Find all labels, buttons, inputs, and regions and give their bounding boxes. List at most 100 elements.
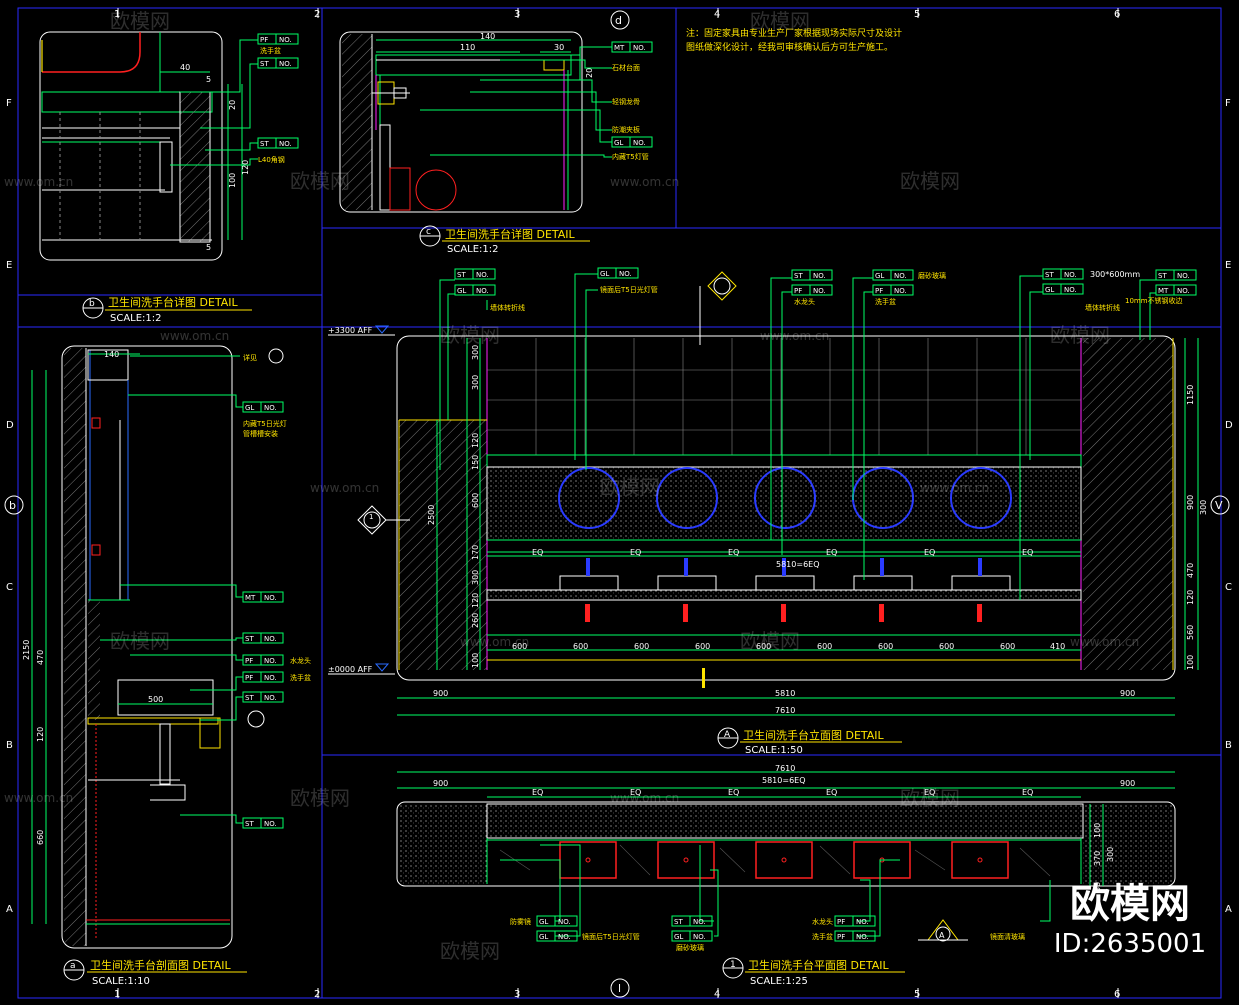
svg-text:NO.: NO. bbox=[264, 657, 277, 665]
svg-text:EQ: EQ bbox=[1022, 788, 1033, 797]
label-c-5: 内藏T5灯管 bbox=[612, 152, 649, 161]
watermarks: 欧模网 欧模网 欧模网 欧模网 欧模网 欧模网 欧模网 欧模网 欧模网 欧模网 … bbox=[4, 9, 1139, 963]
svg-text:PF: PF bbox=[875, 287, 883, 295]
elev-tag-gl-1: GL NO. bbox=[454, 284, 496, 296]
svg-text:NO.: NO. bbox=[856, 933, 869, 941]
svg-text:洗手盆: 洗手盆 bbox=[290, 673, 311, 682]
svg-text:900: 900 bbox=[1120, 779, 1135, 788]
brand-name: 欧模网 bbox=[1070, 881, 1190, 927]
plan-eq-labels: EQ EQ EQ EQ EQ EQ bbox=[532, 788, 1033, 797]
svg-text:NO.: NO. bbox=[693, 933, 706, 941]
svg-text:NO.: NO. bbox=[633, 44, 646, 52]
svg-text:110: 110 bbox=[460, 43, 475, 52]
grid-col-1-b: 1 bbox=[114, 989, 120, 1000]
grid-row-F-r: F bbox=[1225, 98, 1231, 109]
svg-text:NO.: NO. bbox=[619, 270, 632, 278]
svg-text:卫生间洗手台详图 DETAIL: 卫生间洗手台详图 DETAIL bbox=[108, 295, 239, 309]
svg-text:NO.: NO. bbox=[894, 272, 907, 280]
svg-text:300*600mm: 300*600mm bbox=[1090, 270, 1140, 279]
svg-text:镜面后T5日光灯管: 镜面后T5日光灯管 bbox=[582, 932, 640, 941]
svg-text:SCALE:1:50: SCALE:1:50 bbox=[745, 745, 803, 756]
svg-text:EQ: EQ bbox=[924, 788, 935, 797]
svg-text:10mm不锈钢收边: 10mm不锈钢收边 bbox=[1125, 296, 1183, 305]
svg-text:www.om.cn: www.om.cn bbox=[310, 481, 379, 495]
svg-text:b: b bbox=[9, 499, 16, 512]
note-line-1: 注：固定家具由专业生产厂家根据现场实际尺寸及设计 bbox=[686, 27, 902, 39]
svg-text:+3300 AFF: +3300 AFF bbox=[328, 326, 373, 335]
svg-text:GL: GL bbox=[245, 404, 254, 412]
plan-label-mirror: 镜面清玻璃 bbox=[990, 932, 1025, 941]
svg-text:NO.: NO. bbox=[633, 139, 646, 147]
grid-row-C: C bbox=[6, 582, 13, 593]
svg-text:40: 40 bbox=[180, 63, 190, 72]
svg-text:GL: GL bbox=[457, 287, 466, 295]
svg-text:600: 600 bbox=[1000, 642, 1015, 651]
svg-text:NO.: NO. bbox=[476, 287, 489, 295]
grid-col-5: 5 bbox=[914, 9, 920, 20]
svg-text:ST: ST bbox=[1158, 272, 1167, 280]
svg-text:NO.: NO. bbox=[813, 272, 826, 280]
svg-text:600: 600 bbox=[634, 642, 649, 651]
svg-text:±0000 AFF: ±0000 AFF bbox=[328, 665, 373, 674]
svg-text:560: 560 bbox=[1186, 625, 1195, 640]
svg-text:NO.: NO. bbox=[693, 918, 706, 926]
svg-text:NO.: NO. bbox=[558, 933, 571, 941]
elev-spacing-labels: 600 600 600 600 600 600 600 600 600 410 bbox=[512, 642, 1065, 651]
plan-marker-A: A bbox=[918, 919, 968, 942]
svg-text:A: A bbox=[939, 931, 945, 940]
svg-text:SCALE:1:2: SCALE:1:2 bbox=[110, 313, 162, 324]
svg-text:EQ: EQ bbox=[826, 548, 837, 557]
svg-text:www.om.cn: www.om.cn bbox=[610, 791, 679, 805]
svg-text:EQ: EQ bbox=[532, 548, 543, 557]
svg-text:NO.: NO. bbox=[279, 60, 292, 68]
svg-text:c: c bbox=[426, 227, 431, 237]
grid-col-labels-top: 1 2 3 4 5 6 bbox=[114, 9, 1120, 20]
svg-text:www.om.cn: www.om.cn bbox=[4, 791, 73, 805]
marker-d: d bbox=[610, 10, 630, 30]
grid-row-B: B bbox=[6, 740, 13, 751]
grid-row-E-r: E bbox=[1225, 260, 1231, 271]
elev-vert-dims-right: 1150 300 900 470 120 560 100 bbox=[1186, 385, 1208, 670]
svg-text:600: 600 bbox=[817, 642, 832, 651]
svg-text:GL: GL bbox=[539, 918, 548, 926]
svg-text:EQ: EQ bbox=[924, 548, 935, 557]
svg-text:140: 140 bbox=[104, 350, 119, 359]
svg-text:2150: 2150 bbox=[22, 640, 31, 660]
svg-text:600: 600 bbox=[573, 642, 588, 651]
svg-text:欧模网: 欧模网 bbox=[110, 629, 170, 653]
svg-text:卫生间洗手台剖面图 DETAIL: 卫生间洗手台剖面图 DETAIL bbox=[90, 958, 232, 972]
svg-text:欧模网: 欧模网 bbox=[750, 9, 810, 33]
tag-gl-c: GL NO. bbox=[611, 136, 653, 148]
svg-text:1150: 1150 bbox=[1186, 385, 1195, 405]
svg-text:ST: ST bbox=[674, 918, 683, 926]
svg-text:NO.: NO. bbox=[1177, 272, 1190, 280]
svg-text:PF: PF bbox=[837, 933, 845, 941]
grid-col-6-b: 6 bbox=[1114, 989, 1120, 1000]
svg-text:30: 30 bbox=[1093, 882, 1102, 892]
svg-text:100: 100 bbox=[471, 653, 480, 668]
grid-row-E: E bbox=[6, 260, 12, 271]
view-b-title: b 卫生间洗手台详图 DETAIL SCALE:1:2 bbox=[82, 295, 252, 324]
svg-text:卫生间洗手台立面图 DETAIL: 卫生间洗手台立面图 DETAIL bbox=[743, 728, 885, 742]
svg-text:120: 120 bbox=[1186, 590, 1195, 605]
grid-row-C-r: C bbox=[1225, 582, 1232, 593]
svg-text:600: 600 bbox=[939, 642, 954, 651]
svg-text:GL: GL bbox=[875, 272, 884, 280]
svg-text:100: 100 bbox=[1093, 823, 1102, 838]
svg-text:l: l bbox=[618, 982, 621, 995]
grid-col-6: 6 bbox=[1114, 9, 1120, 20]
grid-row-A: A bbox=[6, 904, 13, 915]
svg-text:5810: 5810 bbox=[775, 689, 795, 698]
grid-row-labels-left: F E D C B A bbox=[6, 98, 14, 915]
svg-text:PF: PF bbox=[245, 657, 253, 665]
svg-text:GL: GL bbox=[614, 139, 623, 147]
